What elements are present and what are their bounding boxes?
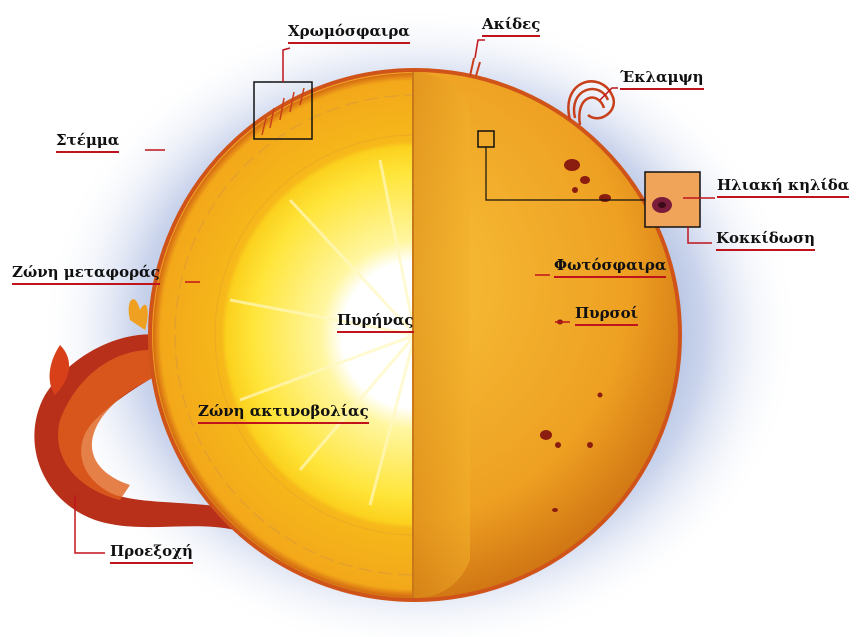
label-sunspot: Ηλιακή κηλίδα: [717, 176, 849, 194]
label-radiative-zone: Ζώνη ακτινοβολίας: [198, 402, 369, 420]
label-photosphere: Φωτόσφαιρα: [554, 256, 666, 274]
label-spicules: Ακίδες: [482, 15, 540, 33]
label-prominence: Προεξοχή: [110, 542, 193, 560]
sunspot-inset-box: [645, 172, 700, 227]
label-granulation: Κοκκίδωση: [716, 229, 815, 247]
label-corona: Στέμμα: [56, 131, 119, 149]
label-core: Πυρήνας: [337, 311, 414, 329]
label-convection-zone: Ζώνη μεταφοράς: [12, 263, 160, 281]
label-chromosphere: Χρωμόσφαιρα: [288, 22, 410, 40]
label-faculae: Πυρσοί: [575, 304, 638, 322]
label-flare: Έκλαμψη: [620, 68, 704, 86]
